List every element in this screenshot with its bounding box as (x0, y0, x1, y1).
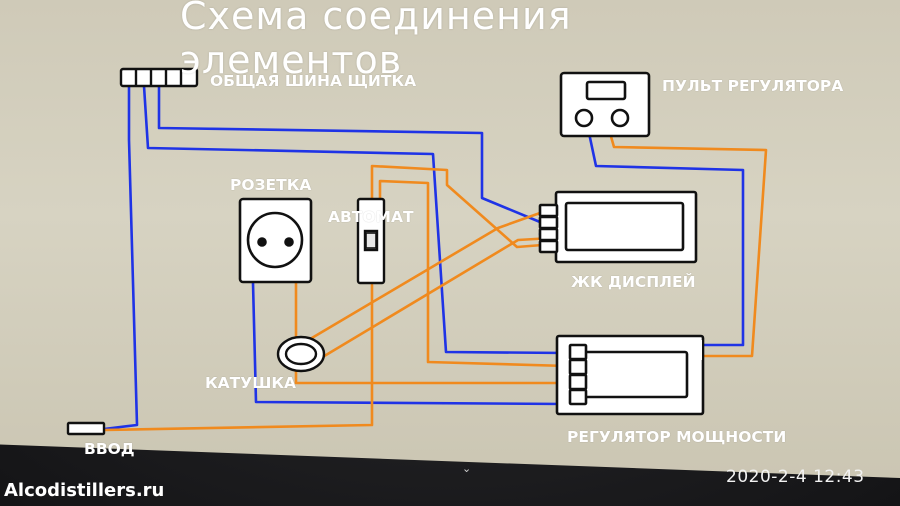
wire-input-to-breaker (102, 283, 374, 432)
photo-timestamp: 2020-2-4 12:43 (726, 467, 865, 487)
socket (238, 197, 313, 284)
label-coil: КАТУШКА (205, 374, 297, 392)
diagram-title: Схема соединения элементов (180, 0, 572, 82)
wire-remote-to-regulator-2 (608, 131, 768, 358)
coil (276, 335, 326, 373)
wire-bus-to-lcd (157, 84, 542, 224)
label-input: ВВОД (84, 440, 135, 458)
bus-bar (119, 67, 199, 88)
lcd-display (538, 190, 698, 264)
label-bus: ОБЩАЯ ШИНА ЩИТКА (210, 72, 417, 90)
wire-bus-to-regulator (142, 84, 569, 355)
orange-wires (102, 131, 768, 432)
wire-breaker-to-lcd (370, 164, 557, 249)
label-power-regulator: РЕГУЛЯТОР МОЩНОСТИ (567, 428, 787, 446)
label-lcd: ЖК ДИСПЛЕЙ (571, 273, 696, 291)
wire-bus-to-input (102, 82, 139, 431)
label-socket: РОЗЕТКА (230, 176, 312, 194)
watermark: Alcodistillers.ru (4, 480, 165, 501)
wire-remote-to-regulator (587, 131, 745, 347)
power-regulator (555, 334, 705, 416)
chevron-down-icon: ⌄ (462, 462, 472, 475)
remote-panel (559, 71, 651, 138)
breaker (356, 197, 386, 285)
wire-socket-to-regulator (251, 281, 568, 406)
wire-coil-to-lcd-2 (314, 236, 554, 363)
input-terminal (66, 421, 106, 436)
wire-coil-to-lcd (298, 211, 542, 347)
wire-breaker-to-regulator (378, 179, 569, 368)
label-remote: ПУЛЬТ РЕГУЛЯТОРА (662, 77, 844, 95)
label-breaker: АВТОМАТ (328, 208, 414, 226)
wire-socket-to-regulator (294, 281, 562, 385)
